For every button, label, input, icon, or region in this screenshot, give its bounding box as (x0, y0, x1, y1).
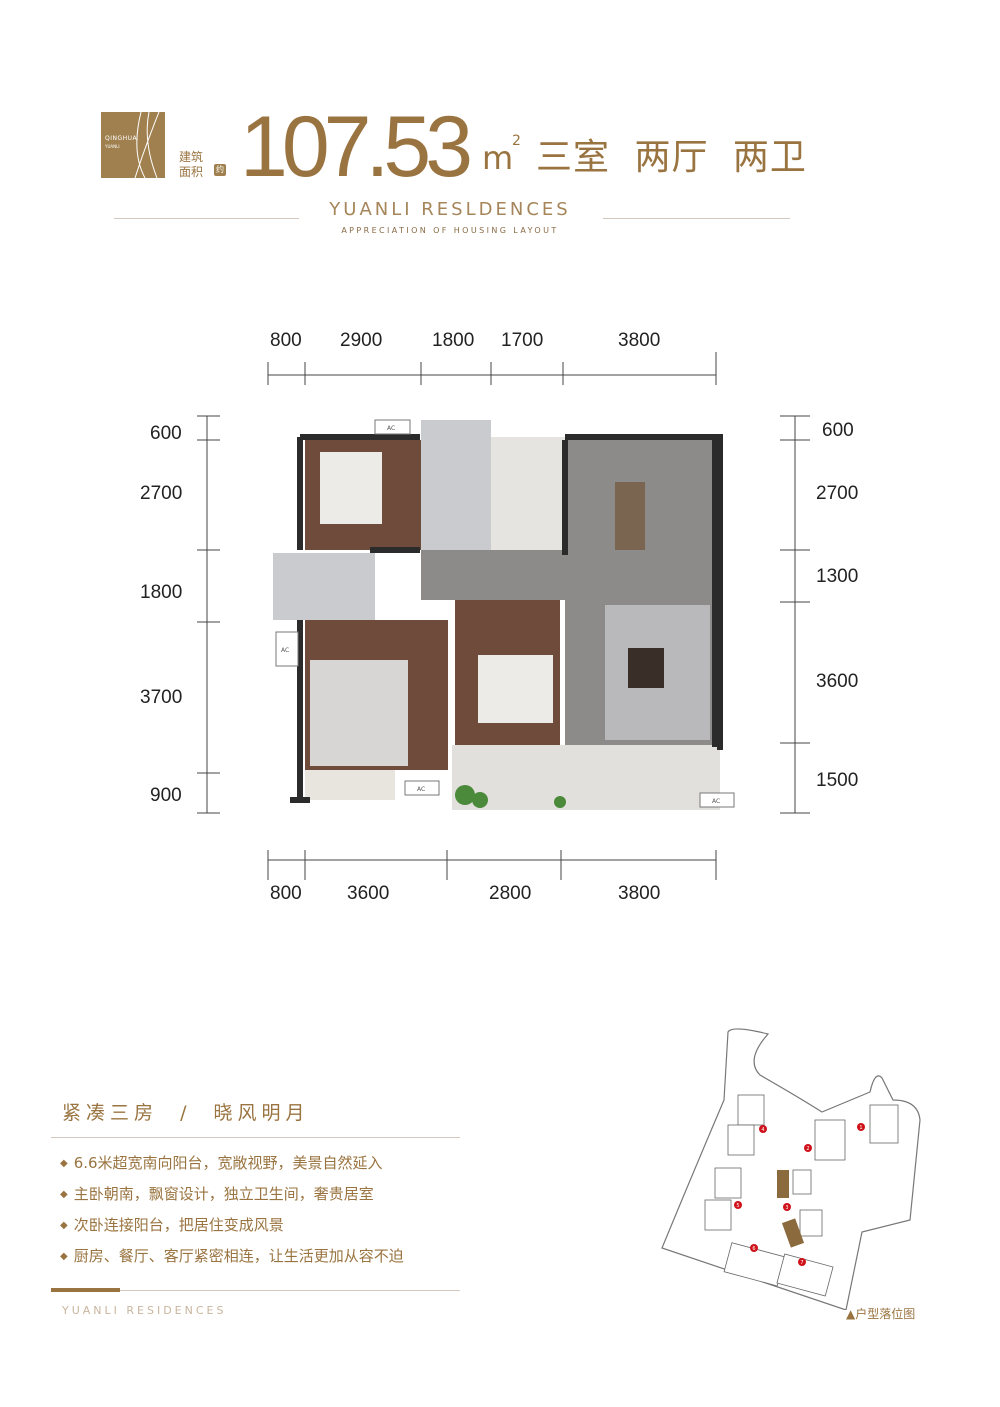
ac-label: AC (281, 647, 289, 654)
feature-item: ◆主卧朝南，飘窗设计，独立卫生间，奢贵居室 (60, 1185, 374, 1203)
logo-lines (134, 112, 160, 178)
dim-ticks (197, 352, 810, 880)
tagline: APPRECIATION OF HOUSING LAYOUT (341, 226, 559, 235)
floor-plan: AC AC AC AC (197, 352, 810, 880)
balcony-plants (455, 785, 566, 808)
bay-window (305, 770, 395, 800)
kitchen (491, 437, 565, 550)
features-title: 紧凑三房 / 晓风明月 (62, 1102, 310, 1124)
bathroom (273, 553, 375, 620)
site-map-caption: ▲户型落位图 (846, 1307, 916, 1321)
divider (603, 218, 790, 219)
feature-item: ◆次卧连接阳台，把居住变成风景 (60, 1216, 284, 1234)
divider (114, 218, 299, 219)
feature-item: ◆厨房、餐厅、客厅紧密相连，让生活更加从容不迫 (60, 1247, 404, 1265)
building-number: 3 (785, 1205, 788, 1211)
walls (290, 434, 723, 803)
bed-master (320, 452, 382, 524)
divider (51, 1137, 460, 1138)
master-bathroom (421, 420, 491, 550)
balcony (452, 745, 720, 810)
area-value: 107.53 (240, 99, 473, 195)
site-map: 1 2 3 4 5 6 7 (661, 1028, 921, 1310)
accent-bar (51, 1288, 120, 1292)
building-number: 1 (859, 1125, 862, 1131)
area-unit: m (482, 139, 514, 177)
brand-logo: QINGHUA YUANLI (101, 112, 165, 178)
buildings (704, 1094, 899, 1297)
coffee-table (628, 648, 664, 688)
bed-2 (478, 655, 553, 723)
layout-title: 三室 两厅 两卫 (536, 137, 807, 178)
ac-label: AC (387, 425, 395, 432)
building-number: 5 (736, 1203, 739, 1209)
bed-3 (310, 660, 408, 766)
site-boundary (661, 1028, 921, 1310)
highlighted-units (777, 1170, 805, 1248)
hallway (421, 550, 567, 600)
ac-units (275, 419, 735, 808)
footer-brand: YUANLI RESIDENCES (62, 1304, 227, 1317)
dining-table (615, 482, 645, 550)
approx-badge: 约 (214, 164, 226, 176)
building-markers (734, 1123, 865, 1266)
building-number: 4 (761, 1127, 764, 1133)
ac-label: AC (712, 798, 720, 805)
subtitle: YUANLI RESLDENCES (329, 199, 571, 220)
building-number: 2 (806, 1146, 809, 1152)
feature-item: ◆6.6米超宽南向阳台，宽敞视野，美景自然延入 (60, 1154, 383, 1172)
divider (51, 1290, 460, 1291)
building-number: 7 (800, 1260, 803, 1266)
ac-label: AC (417, 786, 425, 793)
area-label: 建筑 面积 (179, 150, 204, 179)
dimension-lines (197, 352, 810, 880)
building-number: 6 (752, 1246, 755, 1252)
area-unit-sup: 2 (512, 133, 521, 149)
